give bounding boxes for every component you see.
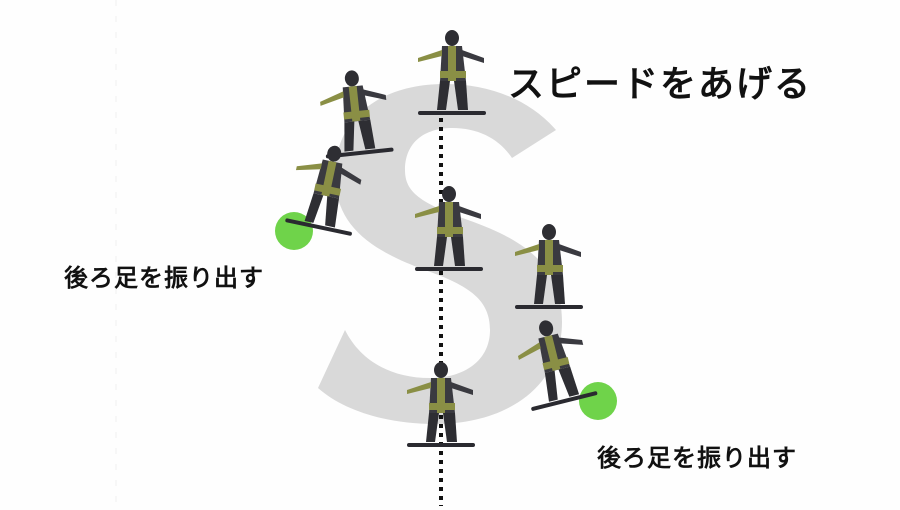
right-callout-swing-back-foot: 後ろ足を振り出す xyxy=(597,444,797,472)
left-foot-highlight-circle xyxy=(275,212,313,250)
left-callout-swing-back-foot: 後ろ足を振り出す xyxy=(64,264,264,292)
title-speed-up: スピードをあげる xyxy=(508,64,813,105)
right-foot-highlight-circle xyxy=(579,382,617,420)
